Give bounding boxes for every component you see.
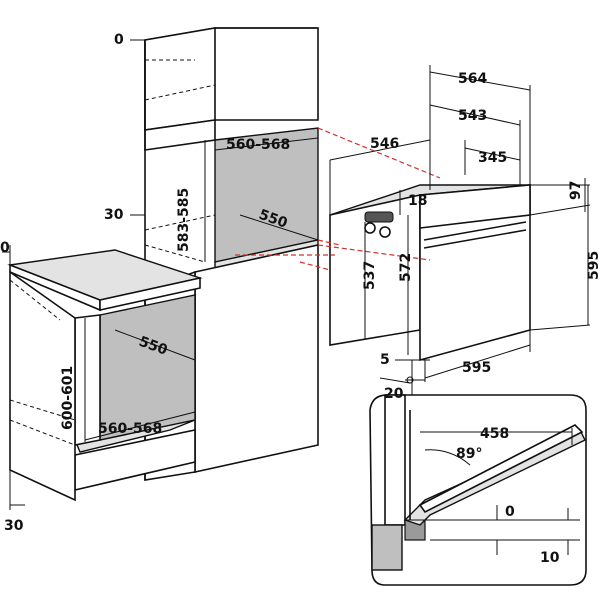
dimension-labels: 0 560-568 583-585 550 30 0 550 600-601 5…	[0, 32, 600, 566]
label-oven-top-97: 97	[568, 181, 584, 200]
label-oven-width-595: 595	[462, 360, 491, 376]
label-tall-niche-width: 560-568	[226, 137, 290, 153]
label-oven-depth-345: 345	[478, 150, 507, 166]
label-tall-side-offset: 30	[104, 207, 124, 223]
label-oven-depth-546: 546	[370, 136, 399, 152]
label-base-niche-width: 560-568	[98, 421, 162, 437]
label-door-gap-0: 0	[505, 504, 515, 520]
oven	[329, 184, 531, 362]
door-detail-inset	[369, 394, 587, 586]
label-oven-bottom-5: 5	[380, 352, 390, 368]
label-door-angle: 89°	[456, 446, 482, 462]
label-base-top-gap: 0	[0, 240, 10, 256]
knob-left-icon	[364, 222, 376, 234]
label-oven-height-537: 537	[362, 261, 378, 290]
label-oven-top-18: 18	[408, 193, 427, 209]
label-door-depth-458: 458	[480, 426, 509, 442]
label-oven-height-572: 572	[398, 253, 414, 282]
base-cabinet	[7, 249, 203, 502]
base-niche	[99, 294, 196, 441]
label-base-niche-height: 600-601	[60, 366, 76, 430]
label-tall-niche-height: 583-585	[176, 188, 192, 252]
knob-right-icon	[379, 226, 391, 238]
label-oven-height-595: 595	[586, 251, 600, 280]
label-tall-top-gap: 0	[114, 32, 124, 48]
label-door-gap-10: 10	[540, 550, 560, 566]
dimension-lines	[2, 39, 591, 510]
label-oven-body-depth: 543	[458, 108, 487, 124]
projection-lines	[235, 127, 441, 271]
label-oven-bottom-20: 20	[384, 386, 404, 402]
label-base-side-offset: 30	[4, 518, 24, 534]
label-oven-total-depth: 564	[458, 71, 487, 87]
